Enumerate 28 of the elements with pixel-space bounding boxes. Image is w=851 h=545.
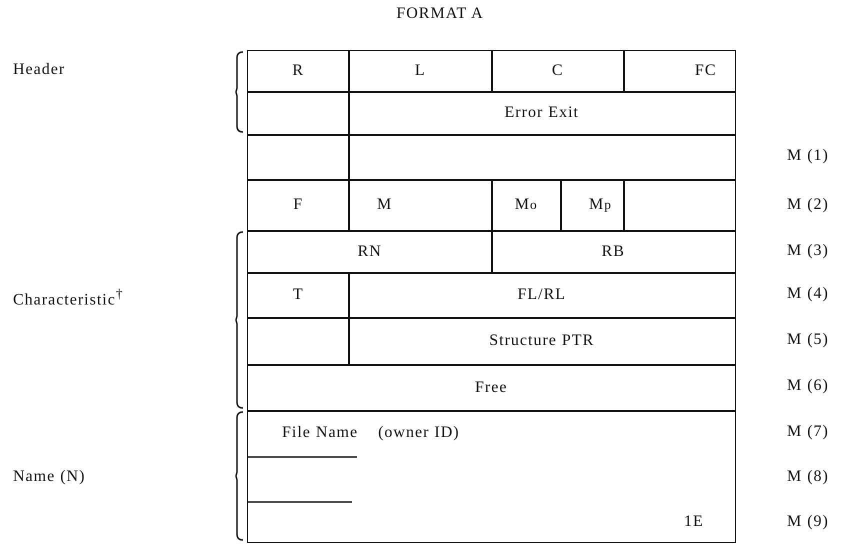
table-cell: R [247,50,350,92]
table-cell: FL/RL [348,272,736,318]
table-cell: RB [491,230,736,274]
field-label: 1E [684,512,704,532]
table-cell: FC [623,50,736,92]
table-cell: C [491,50,624,92]
field-label: File Name (owner ID) [282,423,460,443]
word-label: M (7) [787,422,829,442]
word-label: M (8) [787,467,829,487]
table-cell: Free [247,364,736,412]
word-label: M (2) [787,195,829,215]
diagram-title: FORMAT A [395,4,485,24]
table-cell: M [348,179,492,232]
word-label: M (5) [787,330,829,350]
table-cell: T [247,272,350,318]
row-group-label: Name (N) [13,467,86,487]
word-label: M (9) [787,512,829,532]
table-cell: L [348,50,492,92]
table-cell: Error Exit [348,91,736,136]
table-cell: RN [247,230,492,274]
row-group-label: Characteristic$^{†}$ [13,285,124,310]
table-cell: Structure PTR [348,317,736,366]
row-group-label: Header [13,60,66,80]
word-label: M (1) [787,146,829,166]
word-label: M (6) [787,376,829,396]
word-label: M (3) [787,241,829,261]
table-cell: F [247,179,350,232]
word-label: M (4) [787,284,829,304]
